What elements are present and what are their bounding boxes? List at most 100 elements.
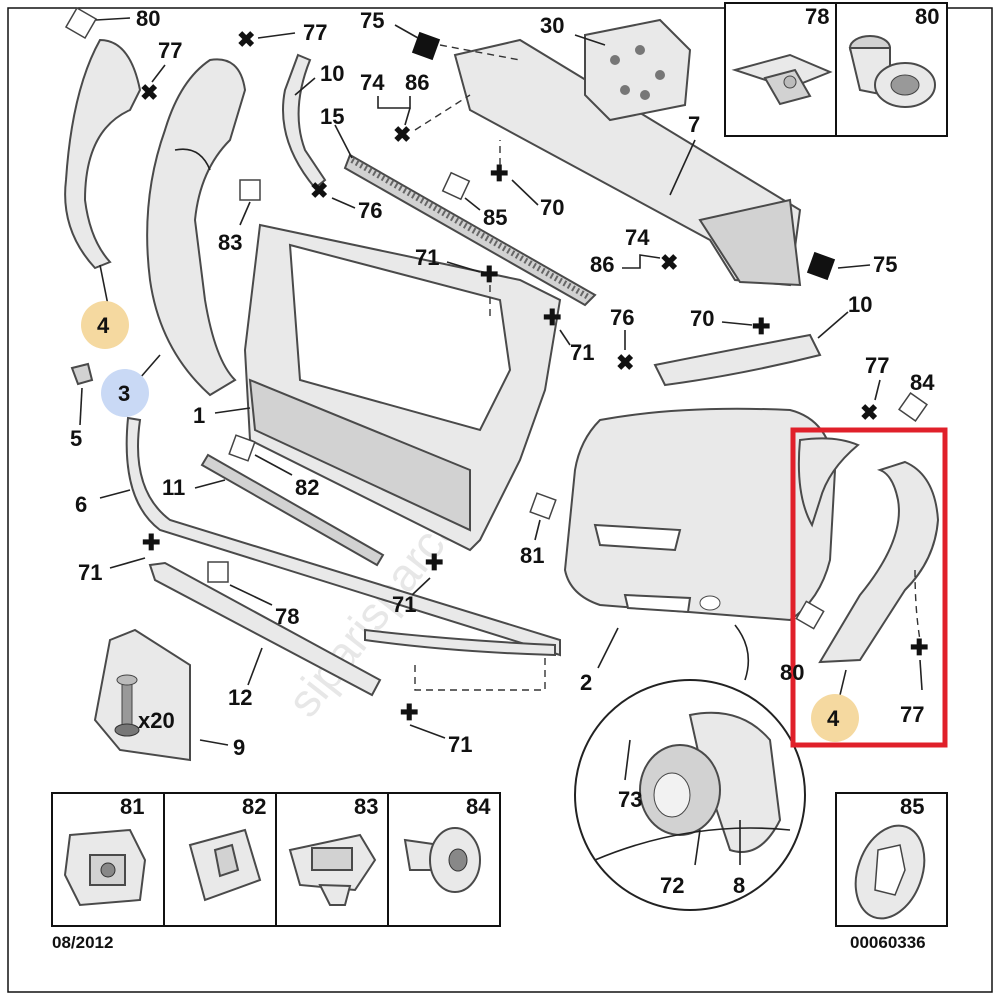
- callout-71-bottom: 71: [448, 732, 472, 757]
- callout-10-right: 10: [848, 292, 872, 317]
- push-nut-icon: [188, 828, 262, 902]
- plus-71-left: ✚: [142, 530, 160, 555]
- detail-pointer: [734, 624, 750, 681]
- callout-74-top: 74: [360, 70, 385, 95]
- part-9-bracket: [93, 628, 191, 762]
- inset-top: 78 80: [724, 2, 948, 137]
- callout-82: 82: [295, 475, 319, 500]
- cross-77-top: ✖: [237, 27, 255, 52]
- detail-circle: [574, 679, 806, 911]
- rivet-nut-icon: [848, 35, 936, 108]
- dash-71-bottom: [414, 655, 546, 691]
- callout-15: 15: [320, 104, 344, 129]
- cross-77-left: ✖: [140, 80, 158, 105]
- callout-81-mid: 81: [520, 543, 544, 568]
- callout-76-right: 76: [610, 305, 634, 330]
- callout-80-top-left: 80: [136, 6, 160, 31]
- callout-71-mid-low: 71: [392, 592, 416, 617]
- highlight-box: [790, 427, 948, 748]
- cross-76-right: ✖: [616, 350, 634, 375]
- inset-81-label: 81: [120, 794, 144, 819]
- callout-30: 30: [540, 13, 564, 38]
- lead-2: [597, 627, 619, 669]
- callout-12: 12: [228, 685, 252, 710]
- callout-11: 11: [162, 475, 185, 500]
- part-11-strip: [200, 453, 385, 567]
- part-2-bumper: [563, 407, 837, 622]
- callout-70-top: 70: [540, 195, 564, 220]
- inset-80-label: 80: [915, 4, 939, 29]
- badge-4-right: [811, 694, 859, 742]
- cross-77-right: ✖: [860, 400, 878, 425]
- inset-84-label: 84: [466, 794, 491, 819]
- callout-3: 3: [118, 381, 130, 406]
- cross-76-top: ✖: [310, 178, 328, 203]
- callout-76-top: 76: [358, 198, 382, 223]
- part-4-left-arch: [64, 38, 142, 306]
- part-lower-trim: [364, 628, 556, 657]
- star-lock-washer-icon: [854, 824, 926, 920]
- lead-7: [669, 139, 696, 196]
- plus-70-right: ✚: [752, 314, 770, 339]
- plus-71-middle: ✚: [543, 305, 561, 330]
- inset-85: 85: [835, 792, 948, 927]
- callout-6: 6: [75, 492, 87, 517]
- quantity-x20: x20: [138, 708, 175, 733]
- part-15-grille: [343, 153, 597, 307]
- callout-80-right: 80: [780, 660, 804, 685]
- part-10-right: [653, 333, 822, 387]
- callout-72: 72: [660, 873, 684, 898]
- part-6-strip: [125, 416, 561, 657]
- callout-5: 5: [70, 426, 82, 451]
- callout-2: 2: [580, 670, 592, 695]
- plus-71-mid-low: ✚: [425, 550, 443, 575]
- inset-78-label: 78: [805, 4, 829, 29]
- part-81-mid: [529, 492, 557, 520]
- part-3-bumper-side: [139, 58, 247, 397]
- lead-75: [394, 24, 419, 39]
- part-85: [441, 171, 471, 201]
- badge-4-left: [81, 301, 129, 349]
- plus-77-right: ✚: [910, 635, 928, 660]
- part-10-top: [282, 53, 327, 190]
- square-nut-clip-icon: [63, 828, 147, 907]
- part-4-right-arch: [797, 437, 940, 664]
- footer-date: 08/2012: [52, 933, 113, 952]
- part-84: [898, 392, 928, 422]
- outer-frame: [7, 7, 993, 993]
- callout-1: 1: [193, 403, 205, 428]
- part-78: [207, 561, 229, 583]
- dash-75: [439, 44, 521, 61]
- bracket-clip-icon: [731, 53, 833, 106]
- callout-71-middle: 71: [570, 340, 594, 365]
- callout-75-top: 75: [360, 8, 384, 33]
- plus-71-bottom: ✚: [400, 700, 418, 725]
- callout-9: 9: [233, 735, 245, 760]
- part-80-right: [795, 600, 825, 630]
- part-7-beam: [453, 38, 802, 287]
- plus-70-top: ✚: [490, 161, 508, 186]
- callout-73: 73: [618, 787, 642, 812]
- callout-78: 78: [275, 604, 299, 629]
- plus-71-upper: ✚: [480, 262, 498, 287]
- lead-15: [334, 124, 353, 159]
- callout-70-right: 70: [690, 306, 714, 331]
- callout-84: 84: [910, 370, 935, 395]
- part-75-right: [806, 251, 836, 281]
- footer-ref: 00060336: [850, 933, 926, 952]
- push-rivet-icon: [403, 827, 481, 893]
- callout-86-right: 86: [590, 252, 614, 277]
- inset-83-label: 83: [354, 794, 378, 819]
- inset-85-label: 85: [900, 794, 924, 819]
- part-12-strip: [148, 561, 382, 697]
- callout-83: 83: [218, 230, 242, 255]
- cage-nut-icon: [288, 833, 377, 906]
- callout-77-top: 77: [303, 20, 327, 45]
- cross-86-top: ✖: [393, 122, 411, 147]
- inset-bottom: 81 82 83 84: [51, 792, 501, 927]
- callout-7: 7: [688, 112, 700, 137]
- callout-77-right: 77: [865, 353, 889, 378]
- part-5-clip: [70, 362, 94, 426]
- callout-4-right: 4: [827, 706, 840, 731]
